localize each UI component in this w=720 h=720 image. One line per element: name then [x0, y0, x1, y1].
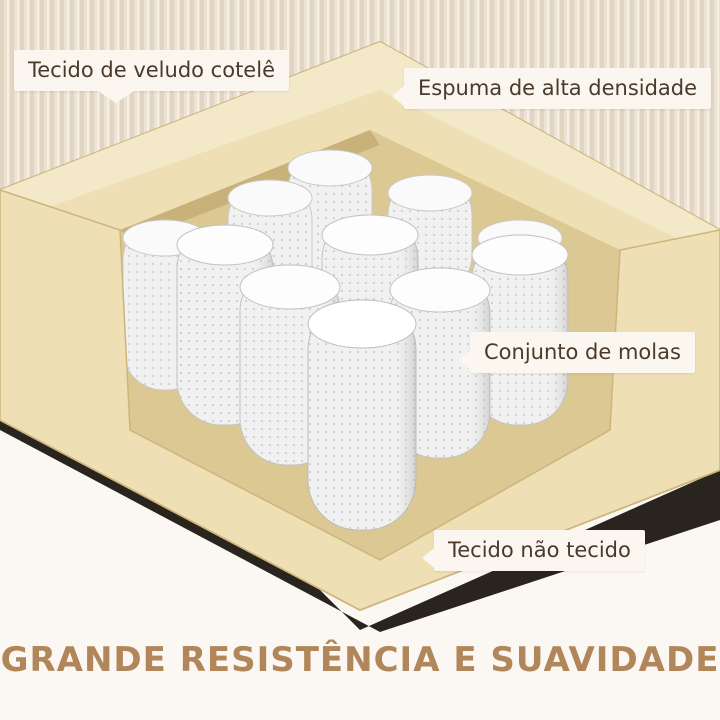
label-springs-text: Conjunto de molas: [484, 340, 681, 364]
label-nonwoven-fabric: Tecido não tecido: [422, 530, 645, 571]
label-spring-set: Conjunto de molas: [458, 332, 695, 373]
label-velvet-text: Tecido de veludo cotelê: [28, 58, 275, 82]
label-high-density-foam: Espuma de alta densidade: [392, 68, 712, 109]
foam-front-wall: [0, 189, 720, 611]
spring-unit: [122, 149, 569, 531]
headline: GRANDE RESISTÊNCIA E SUAVIDADE: [0, 640, 720, 680]
callout-pointer: [392, 86, 404, 106]
label-foam-text: Espuma de alta densidade: [418, 76, 698, 100]
label-nonwoven-text: Tecido não tecido: [448, 538, 631, 562]
callout-pointer: [458, 350, 470, 370]
callout-pointer: [422, 548, 434, 568]
label-velvet-fabric: Tecido de veludo cotelê: [14, 50, 289, 103]
callout-pointer: [98, 91, 134, 103]
